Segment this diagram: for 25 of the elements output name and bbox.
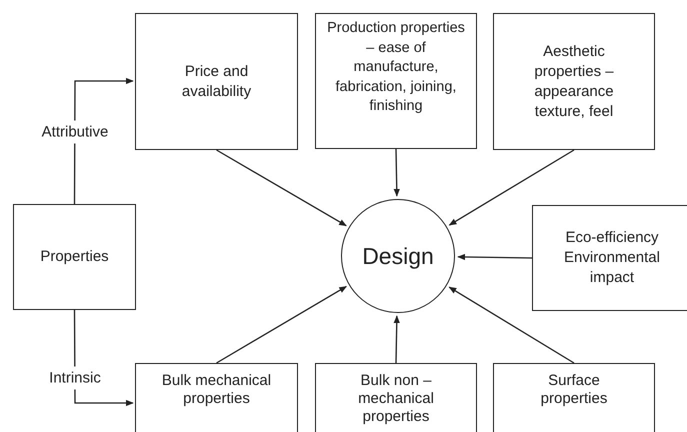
edge-label: Intrinsic — [49, 366, 101, 390]
node-text: Aesthetic properties – appearance texture, feel — [533, 42, 615, 122]
property-box — [135, 363, 298, 432]
node-text: Surface properties — [540, 372, 608, 408]
arrow — [216, 149, 347, 226]
node-text: Price and availability — [180, 62, 252, 102]
property-box — [13, 204, 136, 310]
property-box — [532, 205, 687, 311]
node-text: Properties — [40, 247, 109, 267]
property-box — [315, 13, 477, 149]
edge-label: Attributive — [42, 120, 108, 144]
node-text: Bulk mechanical properties — [160, 372, 272, 408]
arrow — [448, 286, 574, 364]
arrow — [448, 149, 574, 226]
arrow — [394, 148, 400, 197]
arrow — [216, 286, 347, 364]
node-text: Eco-efficiency Environmental impact — [563, 228, 661, 288]
property-box — [493, 13, 655, 150]
property-box — [493, 363, 655, 432]
arrow — [457, 254, 532, 260]
node-text: Production properties – ease of manufacture, fabrication, joining, finishing — [326, 19, 466, 116]
node-text: Bulk non – mechanical properties — [357, 372, 435, 426]
property-box — [135, 13, 298, 150]
arrow — [394, 315, 400, 364]
property-box — [315, 363, 477, 432]
